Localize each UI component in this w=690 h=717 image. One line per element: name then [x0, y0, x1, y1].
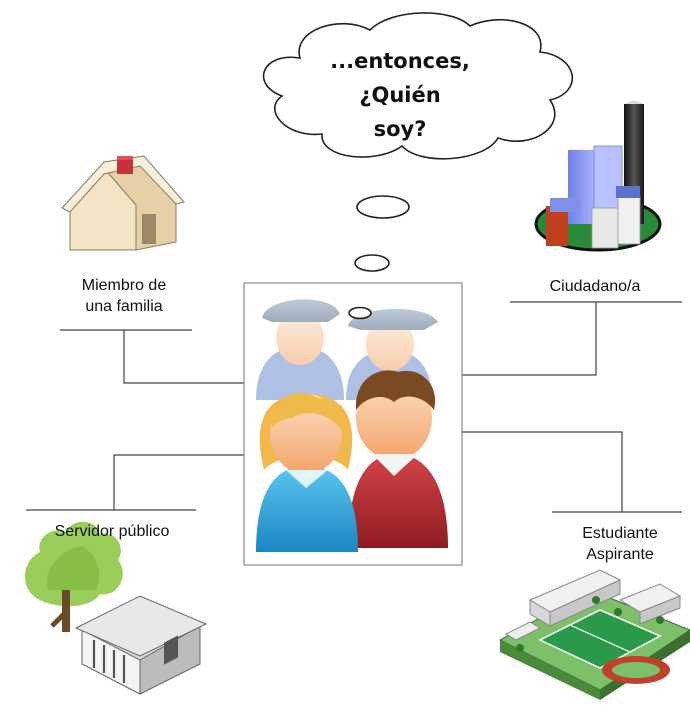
student-label-line-2: Aspirante	[586, 546, 654, 563]
citizen-label: Ciudadano/a	[549, 278, 641, 295]
thought-dot-medium	[354, 254, 390, 272]
connector-lines	[26, 301, 682, 513]
family-label-line-1: Miembro de	[81, 277, 167, 294]
student-label-line-1: Estudiante	[582, 525, 658, 542]
thought-line-3: soy?	[373, 117, 427, 141]
public-servant-label: Servidor público	[54, 523, 170, 540]
house-icon	[61, 155, 185, 251]
thought-cloud	[262, 12, 574, 160]
thought-bubble-text: ...entonces, ¿Quién soy?	[300, 44, 500, 146]
school-campus-icon	[498, 569, 690, 700]
thought-dot-large	[356, 195, 410, 219]
connector-family	[123, 330, 244, 384]
connector-public-servant	[113, 454, 244, 510]
thought-line-1: ...entonces,	[330, 49, 470, 73]
connector-student	[462, 431, 623, 512]
people-group-icon	[256, 299, 448, 552]
family-label-line-2: una familia	[85, 298, 163, 315]
connector-citizen	[462, 302, 597, 376]
thought-line-2: ¿Quién	[359, 83, 441, 107]
student-label: Estudiante Aspirante	[556, 523, 684, 565]
government-building-icon	[24, 521, 208, 695]
city-buildings-icon	[534, 100, 662, 252]
family-label: Miembro de una familia	[54, 275, 194, 317]
